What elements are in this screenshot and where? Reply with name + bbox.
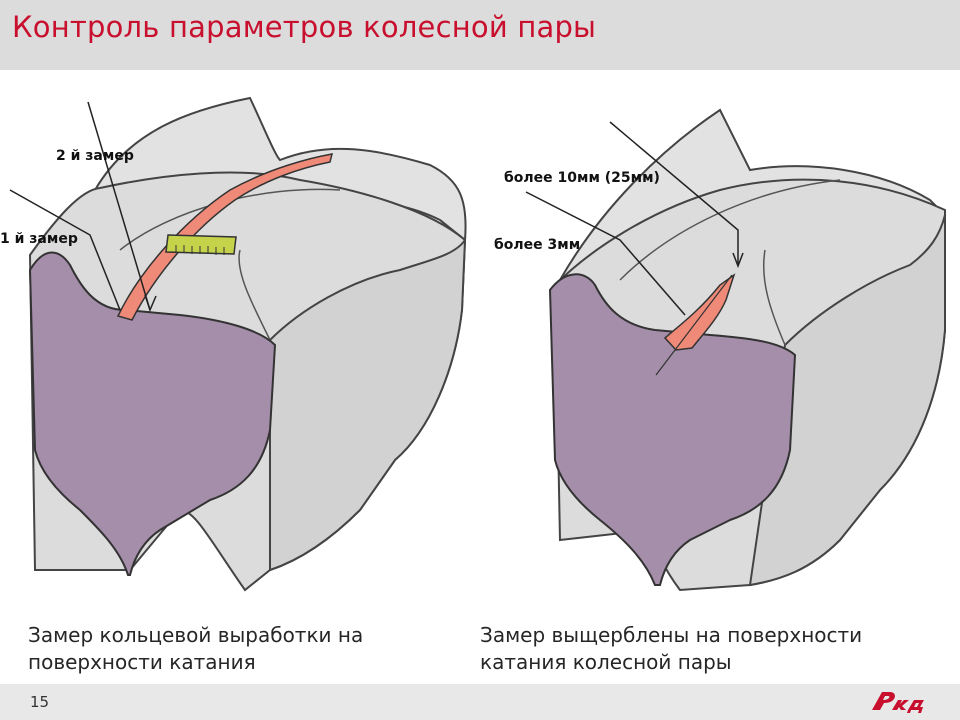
chamfer-line [762, 249, 786, 346]
rzd-logo [872, 692, 924, 713]
spalling-defect [663, 273, 736, 351]
rzd-logo-mark [872, 692, 924, 713]
wheel-rim-illustration-left [9, 96, 467, 592]
rim-cross-section [548, 273, 797, 586]
leader-line-measure1 [9, 189, 121, 311]
leader-line-depth [609, 121, 739, 266]
slide-footer [0, 684, 960, 720]
caption-ring-wear: Замер кольцевой выработки на поверхности… [28, 623, 364, 674]
label-measure-2: 2 й замер [56, 148, 134, 164]
wheel-rim-diagram-ring-wear: 2 й замер 1 й замер [0, 70, 480, 610]
chamfer-line [238, 249, 271, 341]
arrow-depth [732, 252, 744, 269]
leader-line-width [525, 191, 686, 316]
label-depth: более 10мм (25мм) [504, 170, 660, 186]
label-measure-1: 1 й замер [0, 231, 78, 247]
rim-outer-face [269, 236, 467, 572]
slide-header: Контроль параметров колесной пары [0, 0, 960, 70]
gauge-ticks [175, 245, 225, 255]
tread-line [619, 179, 841, 281]
rim-outer-face [748, 214, 946, 587]
defect-crack-line [655, 274, 733, 376]
arrow-measure2 [144, 294, 157, 313]
wheel-rim-illustration-right [525, 108, 947, 592]
caption-spalling: Замер выщерблены на поверхности катания … [480, 623, 863, 674]
slide-title: Контроль параметров колесной пары [12, 10, 597, 44]
rim-cross-section [28, 251, 277, 576]
label-width: более 3мм [494, 237, 581, 253]
leader-line-measure2 [87, 101, 151, 311]
wheel-rim-diagram-spalling: более 10мм (25мм) более 3мм [480, 70, 960, 610]
page-number: 15 [30, 693, 50, 711]
